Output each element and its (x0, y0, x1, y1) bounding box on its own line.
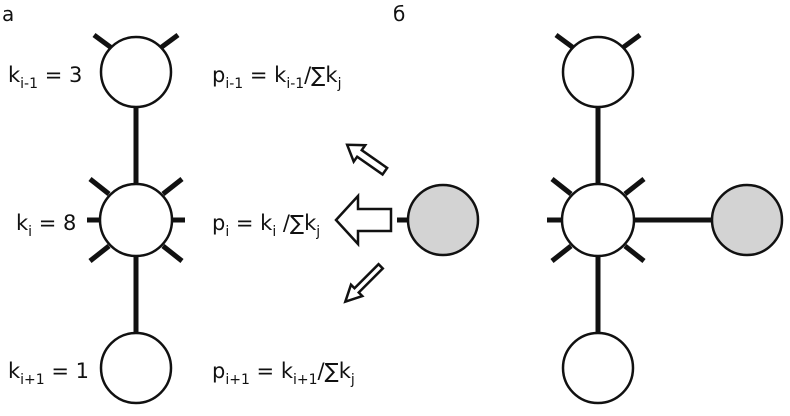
stub (554, 32, 577, 52)
panel-b (547, 32, 784, 405)
prob-formula-bottom: pi+1 = ki+1/∑kj (212, 359, 355, 388)
new-node-attached (710, 183, 784, 257)
node-i-minus-1 (99, 35, 173, 109)
node-bottom (561, 331, 635, 405)
panel-a: ki-1 = 3 ki = 8 ki+1 = 1 pi-1 = ki-1/∑kj… (8, 32, 480, 405)
stub (88, 177, 111, 196)
stub (550, 244, 573, 263)
stub (161, 177, 184, 196)
arrow-down-left-icon (343, 262, 385, 304)
node-middle (560, 182, 636, 258)
arrow-left-large-icon (334, 192, 393, 248)
prob-formula-mid: pi = ki /∑kj (212, 211, 320, 240)
stub (623, 177, 646, 196)
degree-label-top: ki-1 = 3 (8, 63, 82, 92)
stub (92, 32, 115, 52)
stub (619, 32, 642, 52)
stub (550, 177, 573, 196)
stub (88, 244, 111, 263)
node-i (98, 182, 174, 258)
prob-formula-top: pi-1 = ki-1/∑kj (212, 63, 341, 92)
stub (157, 32, 180, 52)
stub (161, 244, 184, 263)
degree-label-bottom: ki+1 = 1 (8, 359, 89, 388)
new-node (406, 183, 480, 257)
arrow-up-left-icon (345, 143, 389, 177)
stub (623, 244, 646, 263)
degree-label-mid: ki = 8 (16, 211, 76, 240)
panel-label-a: а (2, 2, 14, 26)
node-top (561, 35, 635, 109)
panel-label-b: б (393, 2, 405, 26)
node-i-plus-1 (99, 331, 173, 405)
